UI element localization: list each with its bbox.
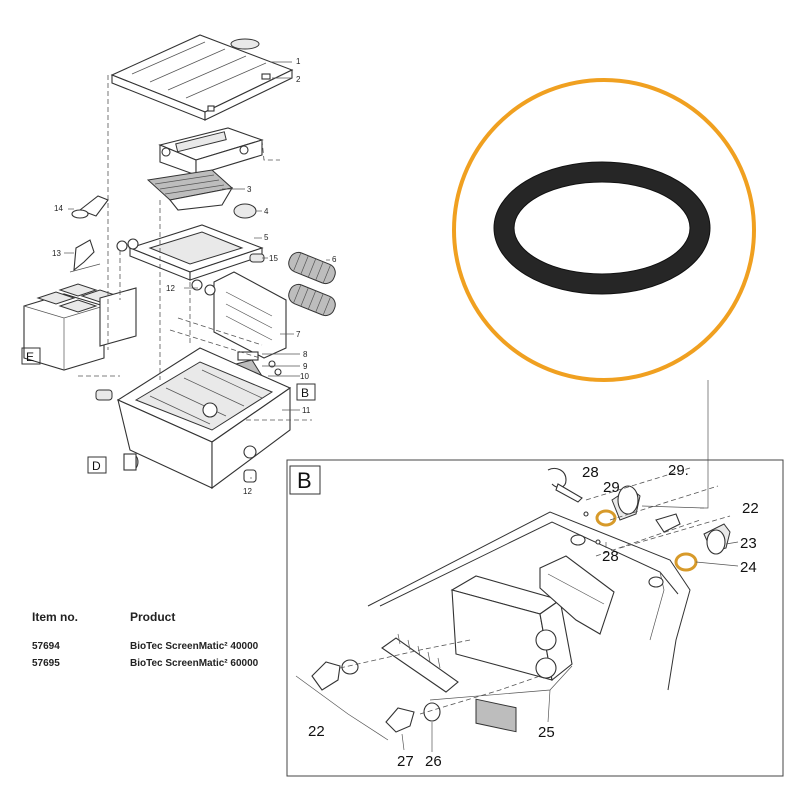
part-nozzle: [249, 253, 265, 263]
part-screen-tray: [146, 169, 234, 211]
part-sponges: [23, 283, 137, 371]
detail-box-label: B: [297, 468, 312, 493]
part-drum-assembly: [158, 127, 264, 176]
callout-12-lower: 12: [243, 487, 252, 496]
item-table: Item no. Product 57694 BioTec ScreenMati…: [32, 610, 302, 675]
svg-text:D: D: [92, 459, 101, 473]
callout-12-upper: 12: [166, 284, 175, 293]
detail-callout-29: 29: [603, 479, 620, 496]
table-header: Item no. Product: [32, 610, 302, 624]
detail-callout-24: 24: [740, 559, 757, 576]
detail-callout-25: 25: [538, 724, 555, 741]
highlight-circle: [452, 78, 756, 382]
detail-callout-22-right: 22: [742, 500, 759, 517]
detail-callout-29-dot: 29.: [668, 462, 689, 479]
header-item-no: Item no.: [32, 610, 79, 624]
detail-chamber: [450, 555, 615, 733]
detail-callout-27: 27: [397, 753, 414, 770]
callout-2: 2: [296, 75, 301, 84]
box-label-e: E: [21, 347, 41, 365]
callout-15: 15: [269, 254, 278, 263]
part-uv-tubes: [288, 251, 336, 317]
callout-3: 3: [247, 185, 252, 194]
part-housing: [116, 347, 292, 490]
callout-13: 13: [52, 249, 61, 258]
detail-frame: [286, 459, 784, 777]
callout-1: 1: [296, 57, 301, 66]
callout-9: 9: [303, 362, 308, 371]
part-cap: [233, 203, 257, 219]
svg-text:E: E: [26, 350, 34, 364]
box-label-b: B: [296, 383, 316, 401]
svg-text:B: B: [301, 386, 309, 400]
assembly-lines: [78, 75, 312, 421]
callout-4: 4: [264, 207, 269, 216]
table-row: 57694 BioTec ScreenMatic² 40000: [32, 641, 302, 652]
detail-connector-left: [311, 659, 441, 733]
callout-8: 8: [303, 350, 308, 359]
callout-10: 10: [300, 372, 309, 381]
callout-6: 6: [332, 255, 337, 264]
product-name: BioTec ScreenMatic² 40000: [130, 641, 259, 652]
detail-callout-28-mid: 28: [602, 548, 619, 565]
item-number: 57695: [32, 658, 60, 669]
table-row: 57695 BioTec ScreenMatic² 60000: [32, 658, 302, 669]
connector-line: [700, 380, 709, 509]
gasket-highlight: [452, 78, 756, 382]
detail-tray: [381, 633, 459, 693]
detail-callout-26: 26: [425, 753, 442, 770]
part-lid: [110, 34, 294, 121]
item-number: 57694: [32, 641, 60, 652]
leader-lines: [64, 61, 330, 479]
callout-14: 14: [54, 204, 63, 213]
callout-11: 11: [302, 406, 311, 415]
detail-callout-23: 23: [740, 535, 757, 552]
detail-callout-22-left: 22: [308, 723, 325, 740]
gasket-ring: [494, 162, 710, 294]
detail-b: B: [286, 459, 784, 777]
detail-callout-28-top: 28: [582, 464, 599, 481]
part-fitting: [95, 389, 257, 483]
part-handle: [71, 195, 109, 219]
part-frame: [128, 224, 264, 281]
part-rings: [116, 238, 216, 296]
part-bracket: [69, 239, 101, 273]
part-outlet: [123, 453, 139, 471]
header-product: Product: [130, 610, 176, 624]
box-label-d: D: [87, 456, 107, 474]
main-exploded-view: 1 2 3 4 5 6 7 8 9 10 11 12 12 13 14 15 E…: [21, 34, 337, 496]
detail-connector-right: [547, 467, 731, 572]
product-name: BioTec ScreenMatic² 60000: [130, 658, 259, 669]
part-clips: [207, 73, 271, 112]
callout-5: 5: [264, 233, 269, 242]
callout-7: 7: [296, 330, 301, 339]
